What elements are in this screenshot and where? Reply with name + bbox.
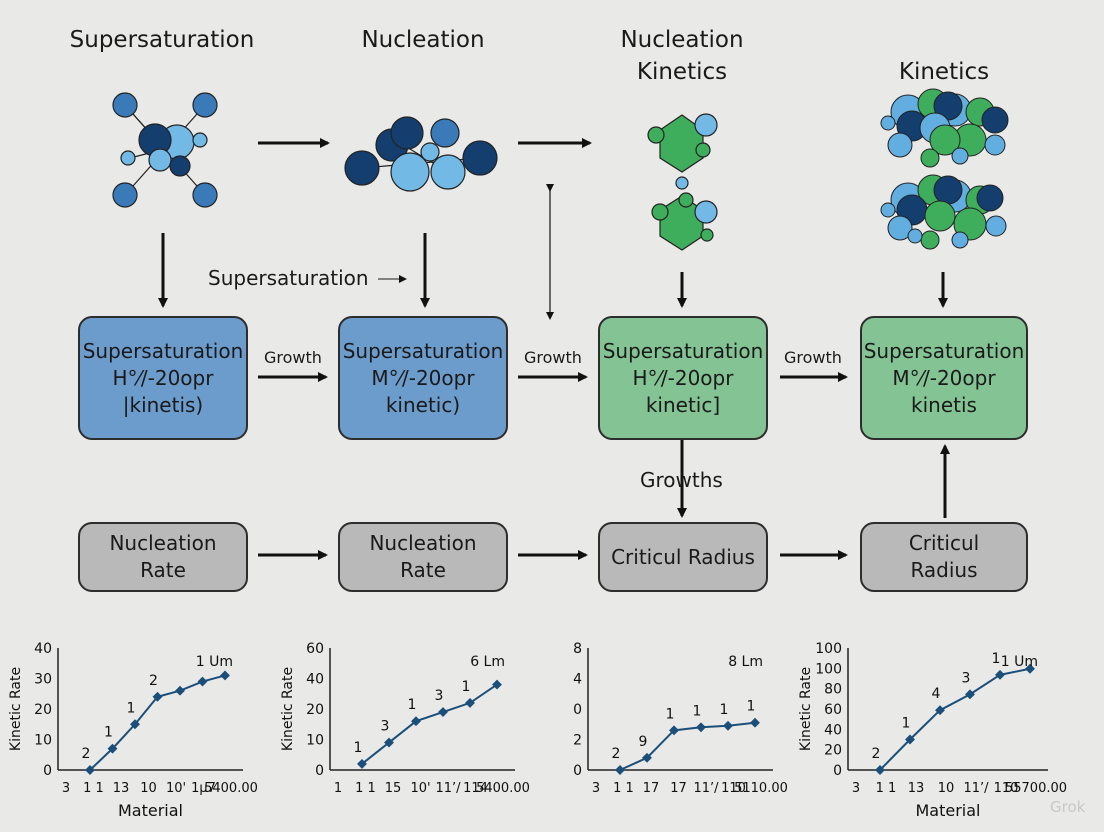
rate-box-2: Nucleation Rate [338,522,508,592]
process-box-4: Supersaturation M°⁄/-20opr kinetis [860,316,1028,440]
growth-label-1: Growth [264,348,322,367]
growth-label-2: Growth [524,348,582,367]
radius-box-3: Criticul Radius [598,522,768,592]
growths-label: Growths [640,468,723,492]
column-title-nucleation-kinetics: Nucleation Kinetics [620,27,744,85]
growth-label-3: Growth [784,348,842,367]
process-box-3: Supersaturation H°⁄/-20opr kinetic] [598,316,768,440]
rate-box-1: Nucleation Rate [78,522,248,592]
molecule-nucleation-icon [344,116,498,192]
vertical-connectors [677,440,950,518]
molecule-supersaturation-icon [112,92,218,208]
radius-box-4: Criticul Radius [860,522,1028,592]
molecule-kinetics-icon [880,88,1009,250]
column-title-nucleation: Nucleation [361,27,485,53]
process-box-2: Supersaturation M°⁄/-20opr kinetic) [338,316,508,440]
down-arrows [158,233,948,308]
molecule-nucleation-kinetics-icon [647,113,718,251]
watermark-label: Grok [1050,798,1086,816]
column-title-supersaturation: Supersaturation [69,27,255,53]
supersaturation-label: Supersaturation [208,266,369,290]
column-title-kinetics: Kinetics [898,59,990,85]
process-box-1: Supersaturation H°⁄/-20opr |kinetis) [78,316,248,440]
